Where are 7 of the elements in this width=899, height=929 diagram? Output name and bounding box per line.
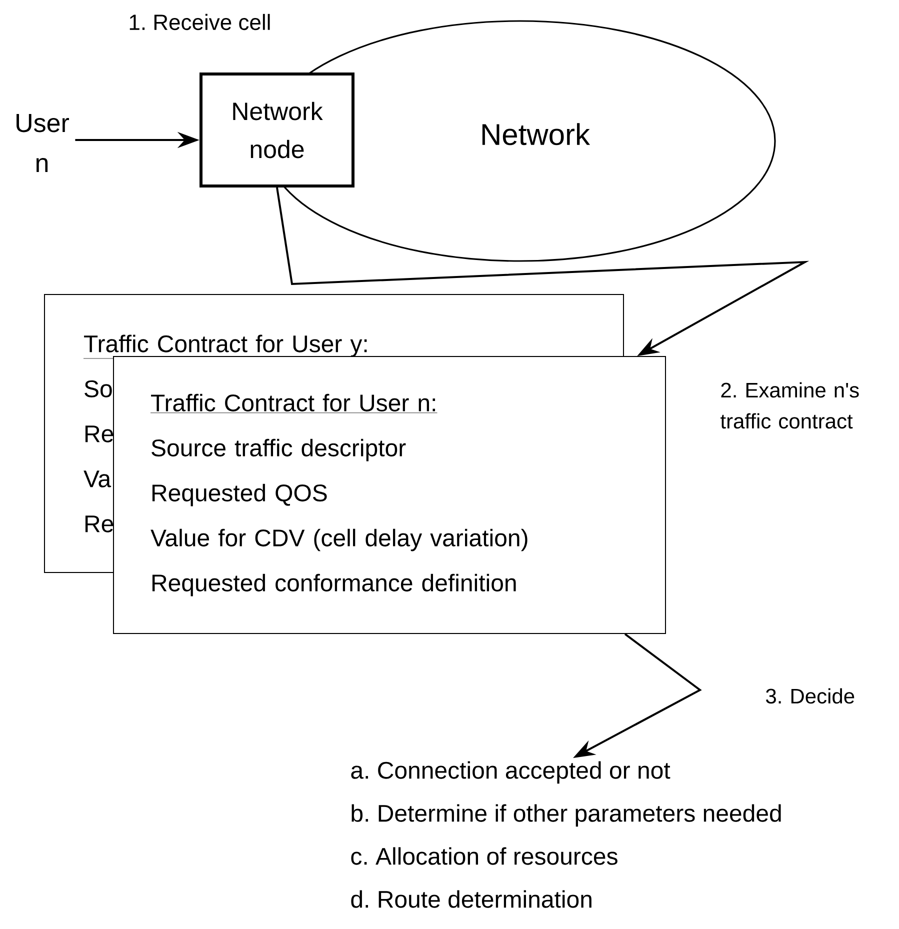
network-node-box: Network node [200, 72, 354, 188]
contract-card: Traffic Contract for User n: Source traffic descriptor Requested QOS Value for CDV (cell delay variation) Requested conformance definition [113, 356, 666, 634]
edge-label: 2. Examine n's traffic contract [720, 382, 859, 429]
decision-list: a. Connection accepted or not b. Determine if other parameters needed c. Allocation of resources d. Route determination [351, 761, 781, 908]
arrow [276, 187, 810, 356]
text-label: User n [16, 114, 70, 172]
edge-label: 3. Decide [766, 688, 854, 704]
